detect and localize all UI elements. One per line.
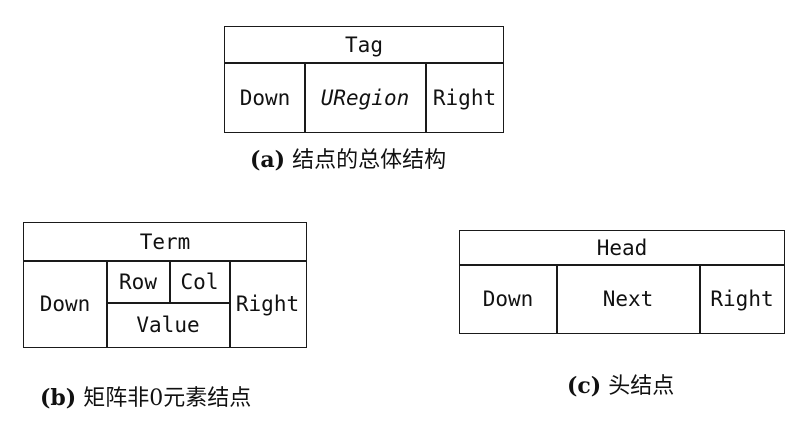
caption-c: (c) 头结点 (567, 368, 674, 400)
caption-a: (a) 结点的总体结构 (250, 142, 446, 174)
divider (699, 265, 701, 333)
head-field: Head (596, 236, 648, 260)
row-field: Row (119, 269, 157, 294)
right-field: Right (235, 292, 300, 316)
node-structure-diagram: Tag Down URegion Right (224, 26, 504, 133)
divider (106, 261, 108, 347)
divider (169, 261, 171, 302)
caption-b: (b) 矩阵非0元素结点 (40, 380, 251, 412)
head-node-diagram: Head Down Next Right (459, 230, 785, 334)
next-field: Next (602, 287, 654, 311)
caption-b-label: (b) (40, 385, 77, 411)
caption-c-text: 头结点 (608, 374, 675, 399)
divider (225, 62, 503, 64)
term-field: Term (139, 230, 191, 254)
divider (460, 264, 784, 266)
right-field: Right (710, 287, 774, 311)
divider (107, 302, 229, 304)
value-field: Value (136, 313, 200, 337)
divider (229, 261, 231, 347)
down-field: Down (39, 292, 91, 316)
divider (425, 63, 427, 132)
caption-c-label: (c) (567, 373, 602, 399)
caption-b-text: 矩阵非0元素结点 (83, 386, 252, 411)
caption-a-text: 结点的总体结构 (292, 148, 447, 173)
term-node-diagram: Term Down Row Col Value Right (23, 222, 307, 348)
right-field: Right (432, 85, 497, 110)
down-field: Down (482, 287, 534, 311)
divider (556, 265, 558, 333)
tag-field: Tag (345, 33, 383, 57)
uregion-field: URegion (320, 85, 410, 110)
divider (304, 63, 306, 132)
caption-a-label: (a) (250, 147, 286, 173)
down-field: Down (239, 85, 291, 110)
divider (24, 260, 306, 262)
col-field: Col (180, 269, 219, 294)
